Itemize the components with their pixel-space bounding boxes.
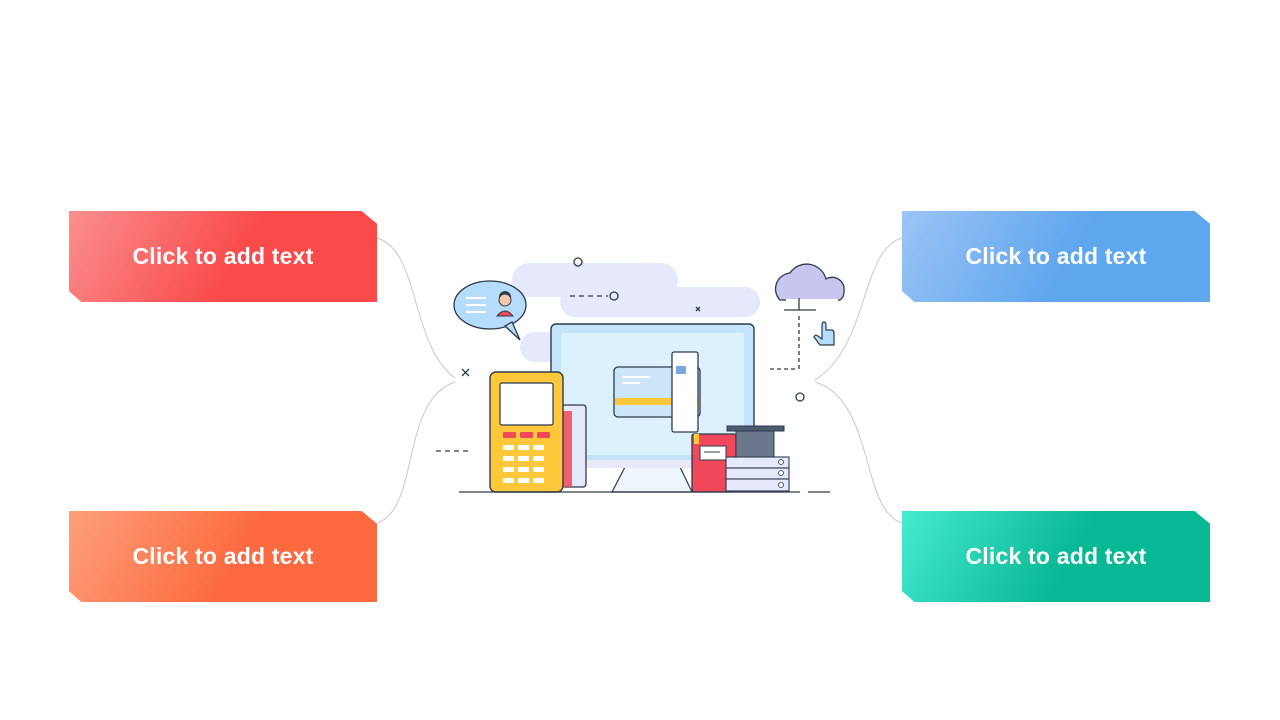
connector-bottom-right xyxy=(814,381,903,524)
cloud-icon xyxy=(774,263,845,311)
credit-card-icon xyxy=(613,351,701,433)
connector-bottom-left xyxy=(376,381,456,524)
payment-terminal-icon xyxy=(489,371,587,493)
text-box-bottom-left[interactable]: Click to add text xyxy=(69,511,377,602)
speech-bubble-icon xyxy=(453,280,527,341)
text-box-label[interactable]: Click to add text xyxy=(132,243,314,269)
text-box-top-right[interactable]: Click to add text xyxy=(902,211,1210,302)
connector-top-left xyxy=(376,237,456,379)
text-box-bottom-right[interactable]: Click to add text xyxy=(902,511,1210,602)
server-icon xyxy=(691,425,790,493)
text-box-label[interactable]: Click to add text xyxy=(132,543,314,569)
decorative-marks xyxy=(436,257,805,452)
text-box-top-left[interactable]: Click to add text xyxy=(69,211,377,302)
text-box-label[interactable]: Click to add text xyxy=(965,543,1147,569)
text-box-label[interactable]: Click to add text xyxy=(965,243,1147,269)
pointer-hand-icon xyxy=(813,321,835,346)
connector-top-right xyxy=(814,237,903,381)
